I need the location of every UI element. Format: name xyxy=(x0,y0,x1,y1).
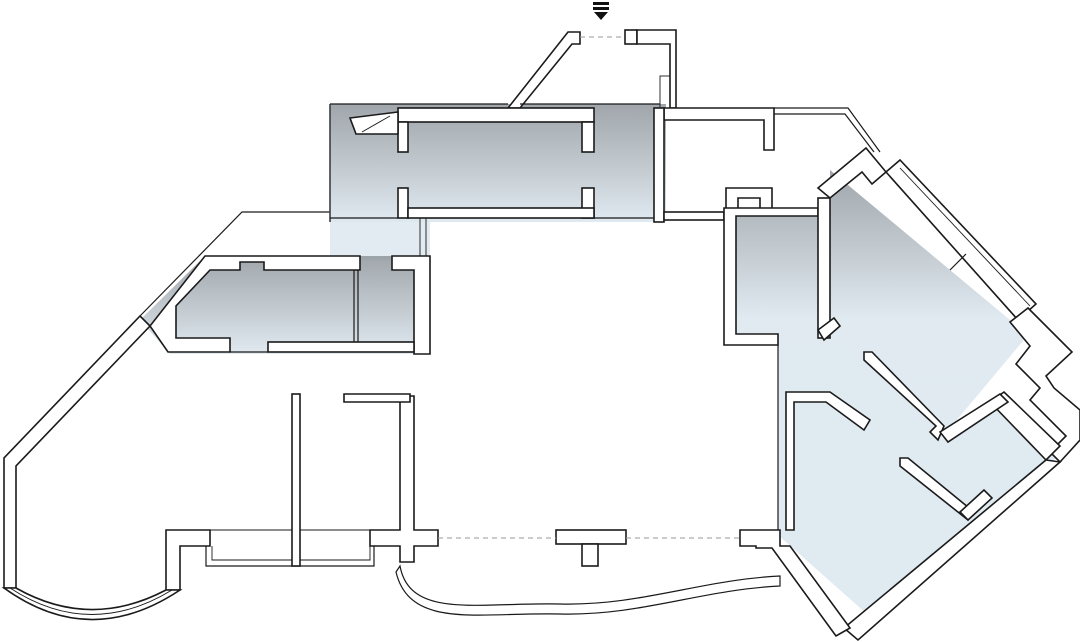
west-block-walls xyxy=(149,255,431,355)
outer-walls xyxy=(1,29,1080,642)
zone-east-block-upper xyxy=(724,170,1028,440)
entrance-marker-icon xyxy=(593,2,609,20)
east-block-walls xyxy=(723,187,1010,531)
zone-corridor-link xyxy=(330,220,430,260)
north-block-walls xyxy=(329,104,725,256)
